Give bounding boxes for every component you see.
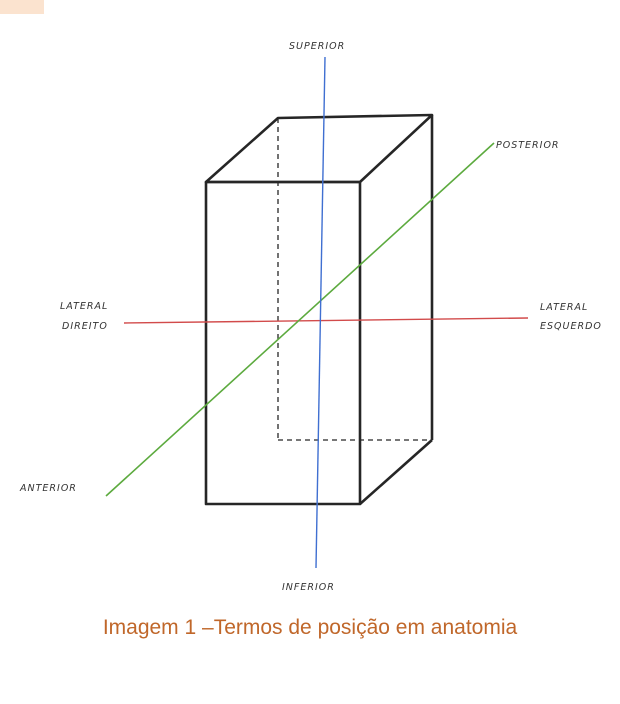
label-lateral-esquerdo-line2: ESQUERDO <box>540 321 602 332</box>
label-posterior: POSTERIOR <box>496 140 560 151</box>
label-lateral-direito-line2: DIREITO <box>62 321 108 332</box>
antero-posterior-axis-line <box>105 142 495 497</box>
box-right-bottom-edge <box>359 439 433 505</box>
figure-caption: Imagem 1 –Termos de posição em anatomia <box>102 616 518 639</box>
label-lateral-esquerdo-line1: LATERAL <box>540 302 588 313</box>
corner-mark <box>0 0 44 14</box>
label-superior: SUPERIOR <box>289 41 345 52</box>
box-top-face <box>204 113 434 184</box>
vertical-axis-line <box>315 56 326 569</box>
box-front-face <box>204 180 362 506</box>
anatomy-axes-diagram: SUPERIOR POSTERIOR LATERAL DIREITO LATER… <box>19 41 602 593</box>
label-inferior: INFERIOR <box>282 582 335 593</box>
label-anterior: ANTERIOR <box>19 483 77 494</box>
lateral-axis-line <box>123 317 529 324</box>
label-lateral-direito-line1: LATERAL <box>60 301 108 312</box>
